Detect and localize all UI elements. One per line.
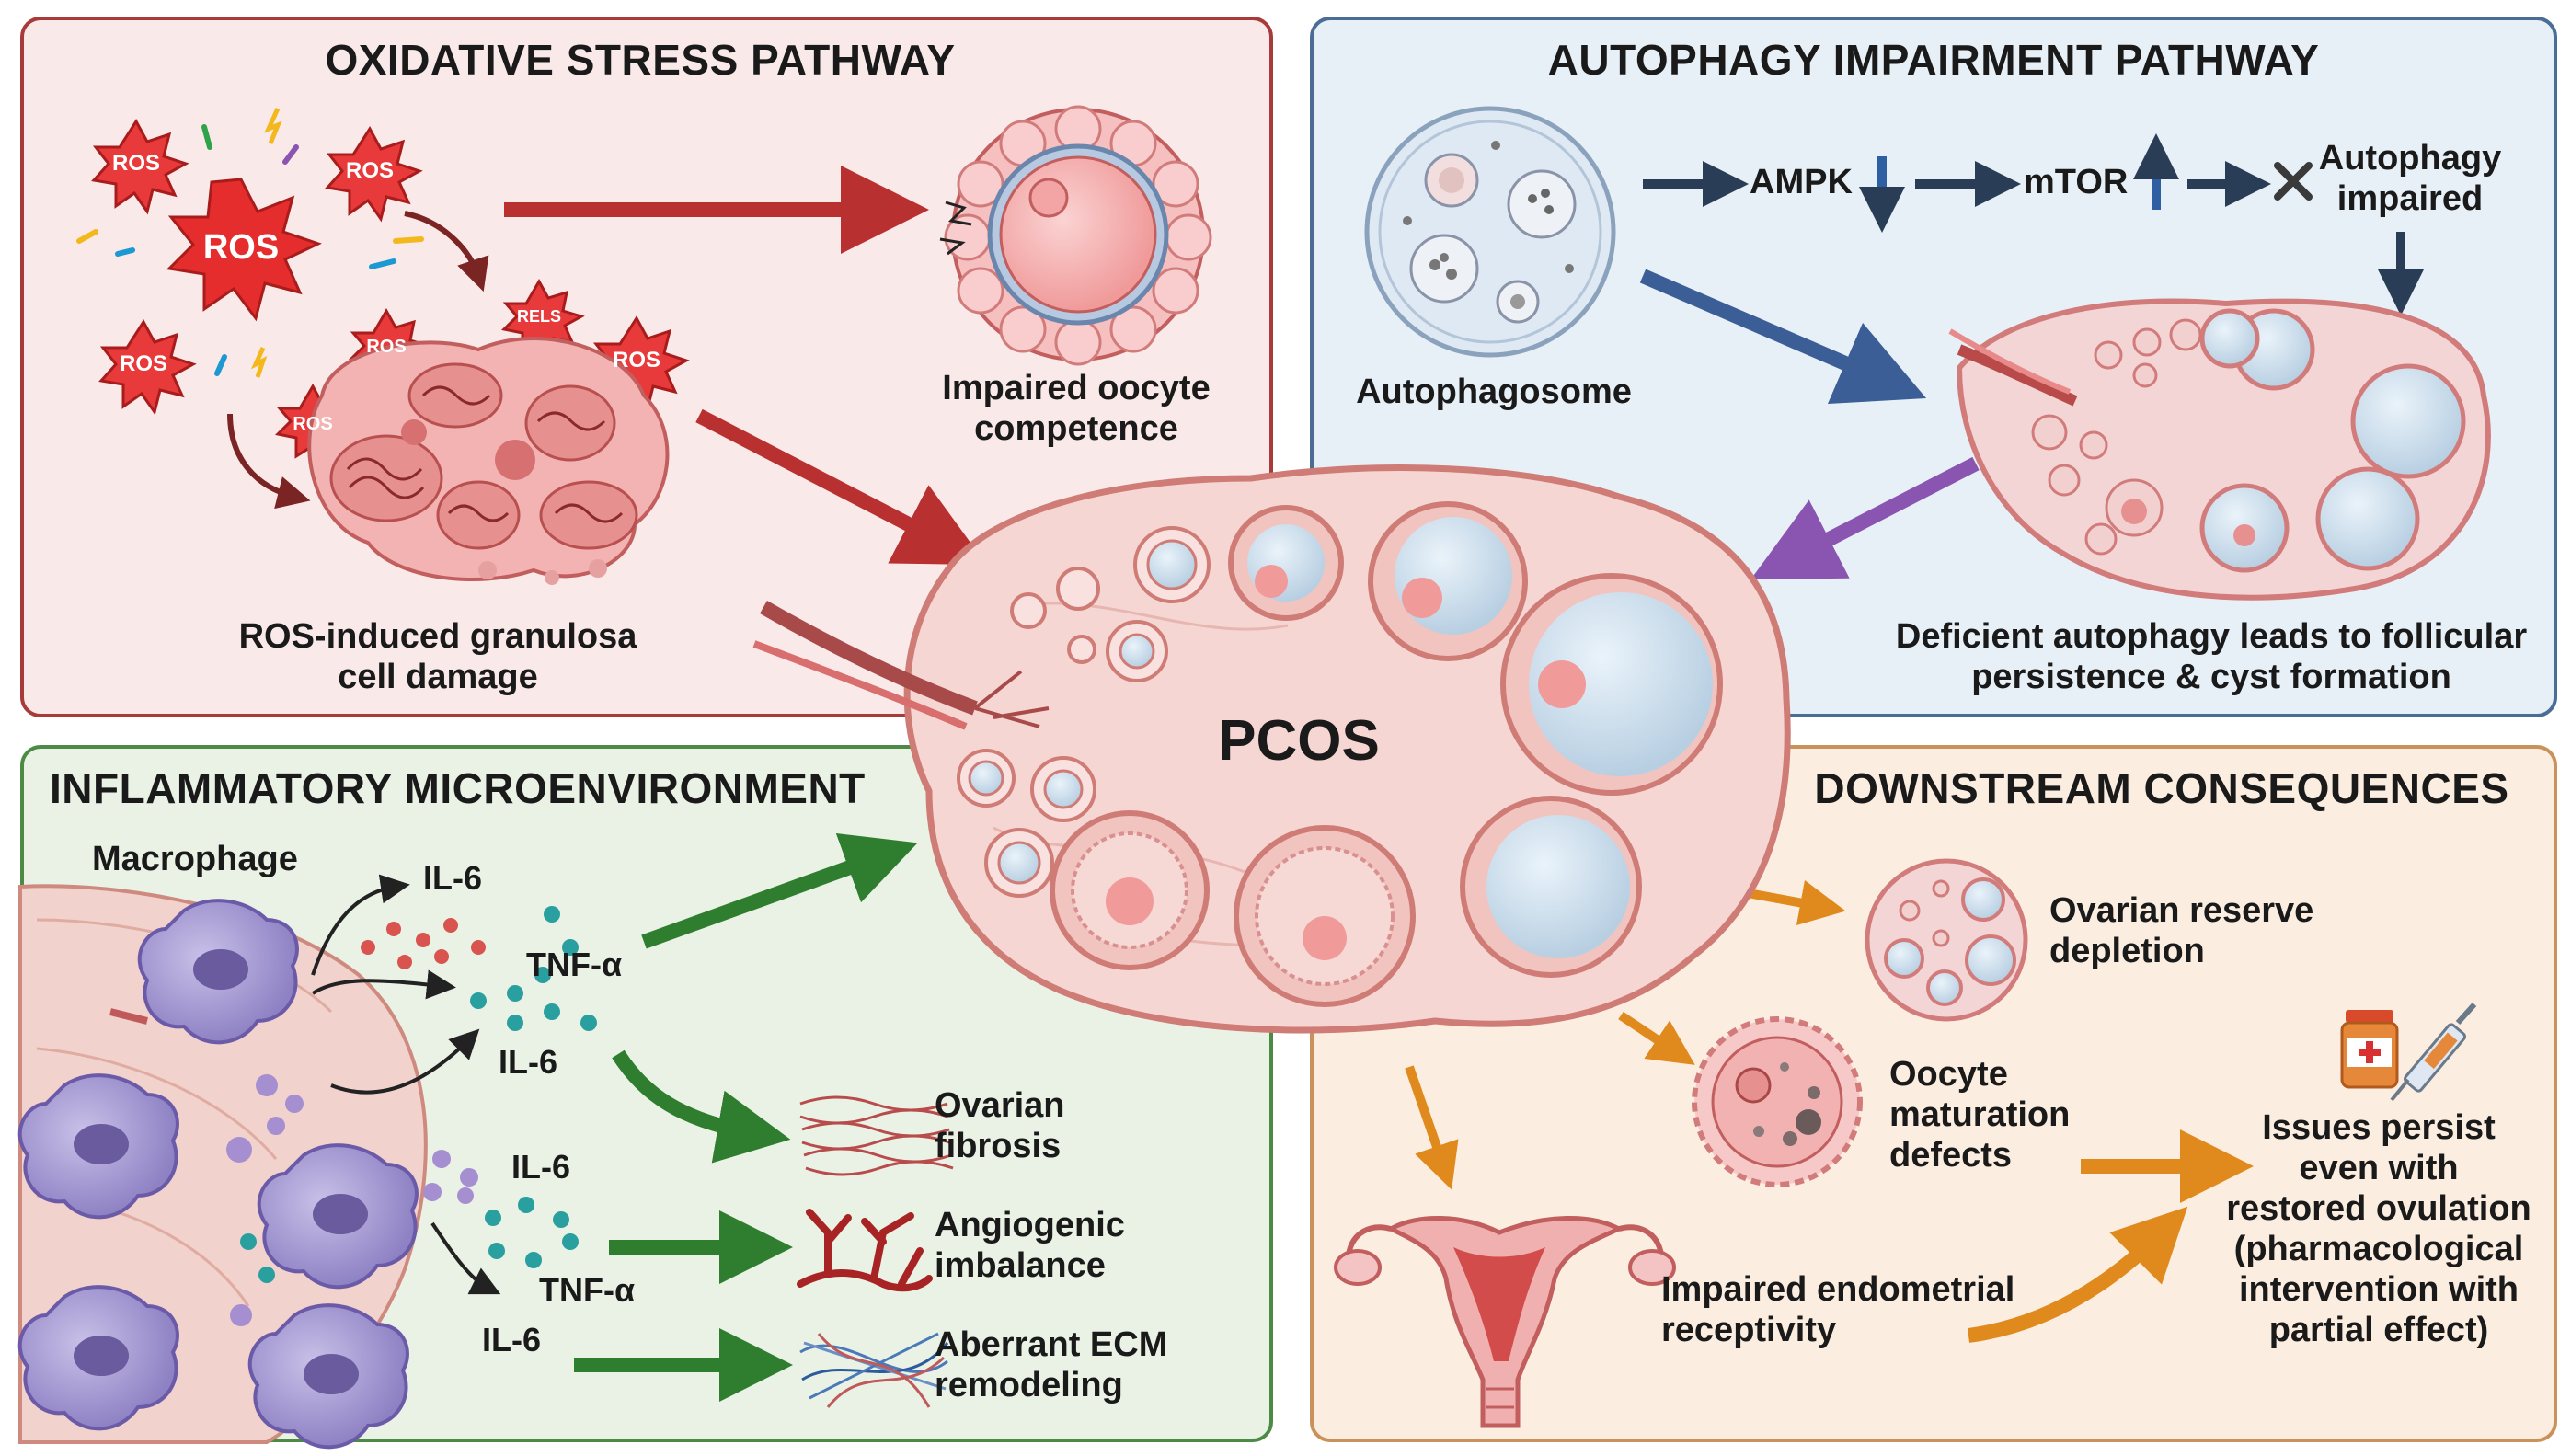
medicine-vial-icon (2340, 1010, 2399, 1089)
arrow-endometrial-to-persist (1967, 1206, 2188, 1343)
arrow-autophagy-to-pcos (1750, 456, 1980, 579)
downstream-title: DOWNSTREAM CONSEQUENCES (1814, 764, 2509, 812)
arrow-oxidative-to-pcos (695, 408, 987, 566)
fibrosis-icon (799, 1095, 954, 1176)
ros-burst-icon (91, 119, 690, 465)
ros-label-main: ROS (202, 228, 280, 267)
ros-label: ROS (612, 348, 661, 373)
arrow-tnf-2 (430, 1221, 501, 1295)
mtor-label: mTOR (2024, 163, 2129, 201)
syringe-icon (2390, 1002, 2477, 1102)
ovarian-reserve-icon (1865, 858, 2028, 1022)
ros-label: RELS (516, 307, 562, 326)
reserve-depletion-label: Ovarian reserve depletion (2049, 891, 2314, 970)
cystic-ovary-icon (1948, 298, 2491, 601)
caption-oocyte-competence: Impaired oocyte competence (942, 369, 1211, 448)
pcos-label: PCOS (1218, 709, 1380, 773)
inflammatory-title: INFLAMMATORY MICROENVIRONMENT (50, 764, 866, 812)
maturation-defects-label: Oocyte maturation defects (1889, 1055, 2071, 1175)
caption-granulosa-damage: ROS-induced granulosa cell damage (238, 617, 637, 696)
arrow-to-uterus (1405, 1065, 1459, 1190)
cytokine-label-il6: IL-6 (423, 859, 483, 897)
cross-icon (2274, 162, 2313, 201)
uterus-icon (1334, 1216, 1676, 1428)
macrophage-label: Macrophage (92, 840, 298, 878)
cytokine-label-il6: IL-6 (482, 1321, 542, 1359)
oocyte-icon (939, 105, 1212, 366)
ecm-icon (799, 1332, 949, 1408)
arrow-autophagosome-to-ovary (1639, 269, 1927, 405)
sparkle-decor (76, 107, 424, 378)
outcome-angiogenic: Angiogenic imbalance (935, 1206, 1125, 1285)
cytokine-label-tnf: TNF-α (526, 946, 623, 983)
ros-label: ROS (119, 351, 168, 376)
autophagy-caption: Deficient autophagy leads to follicular … (1895, 617, 2528, 696)
ros-label: ROS (111, 151, 161, 176)
cytokine-label-il6: IL-6 (499, 1043, 558, 1081)
cytokine-label-tnf: TNF-α (539, 1271, 636, 1309)
outcome-fibrosis: Ovarian fibrosis (935, 1086, 1065, 1165)
arrow-ros-to-cell-2 (404, 211, 489, 292)
autophagosome-label: Autophagosome (1356, 373, 1632, 411)
arrow-il6-2 (330, 1028, 480, 1095)
endometrial-receptivity-label: Impaired endometrial receptivity (1661, 1270, 2015, 1349)
ampk-label: AMPK (1750, 163, 1853, 201)
arrow-to-maturation (1618, 1011, 1695, 1065)
ovary-icon (752, 464, 1791, 1034)
autophagosome-icon (1364, 106, 1616, 358)
arrow-tnf-1 (311, 969, 456, 1000)
defective-oocyte-icon (1692, 1016, 1863, 1187)
cytokine-label-il6: IL-6 (511, 1148, 571, 1186)
ros-label: ROS (345, 158, 395, 183)
cytokine-dots (226, 906, 597, 1326)
autophagy-impaired-label: Autophagy impaired (2318, 139, 2502, 218)
ros-label: ROS (293, 414, 333, 434)
arrow-inflammation-to-pcos (641, 832, 918, 949)
vessel-icon (797, 1209, 933, 1292)
autophagy-title: AUTOPHAGY IMPAIRMENT PATHWAY (1547, 36, 2320, 84)
oxidative-title: OXIDATIVE STRESS PATHWAY (325, 36, 956, 84)
arrow-to-fibrosis (612, 1049, 791, 1164)
ros-label: ROS (366, 337, 407, 357)
granulosa-cell-icon (307, 337, 670, 585)
issues-persist-label: Issues persist even with restored ovulat… (2226, 1108, 2531, 1349)
arrow-ros-to-cell (227, 413, 311, 510)
outcome-ecm: Aberrant ECM remodeling (935, 1325, 1168, 1404)
arrow-il6-1 (311, 874, 410, 976)
pcos-follicles (1050, 501, 1723, 1007)
